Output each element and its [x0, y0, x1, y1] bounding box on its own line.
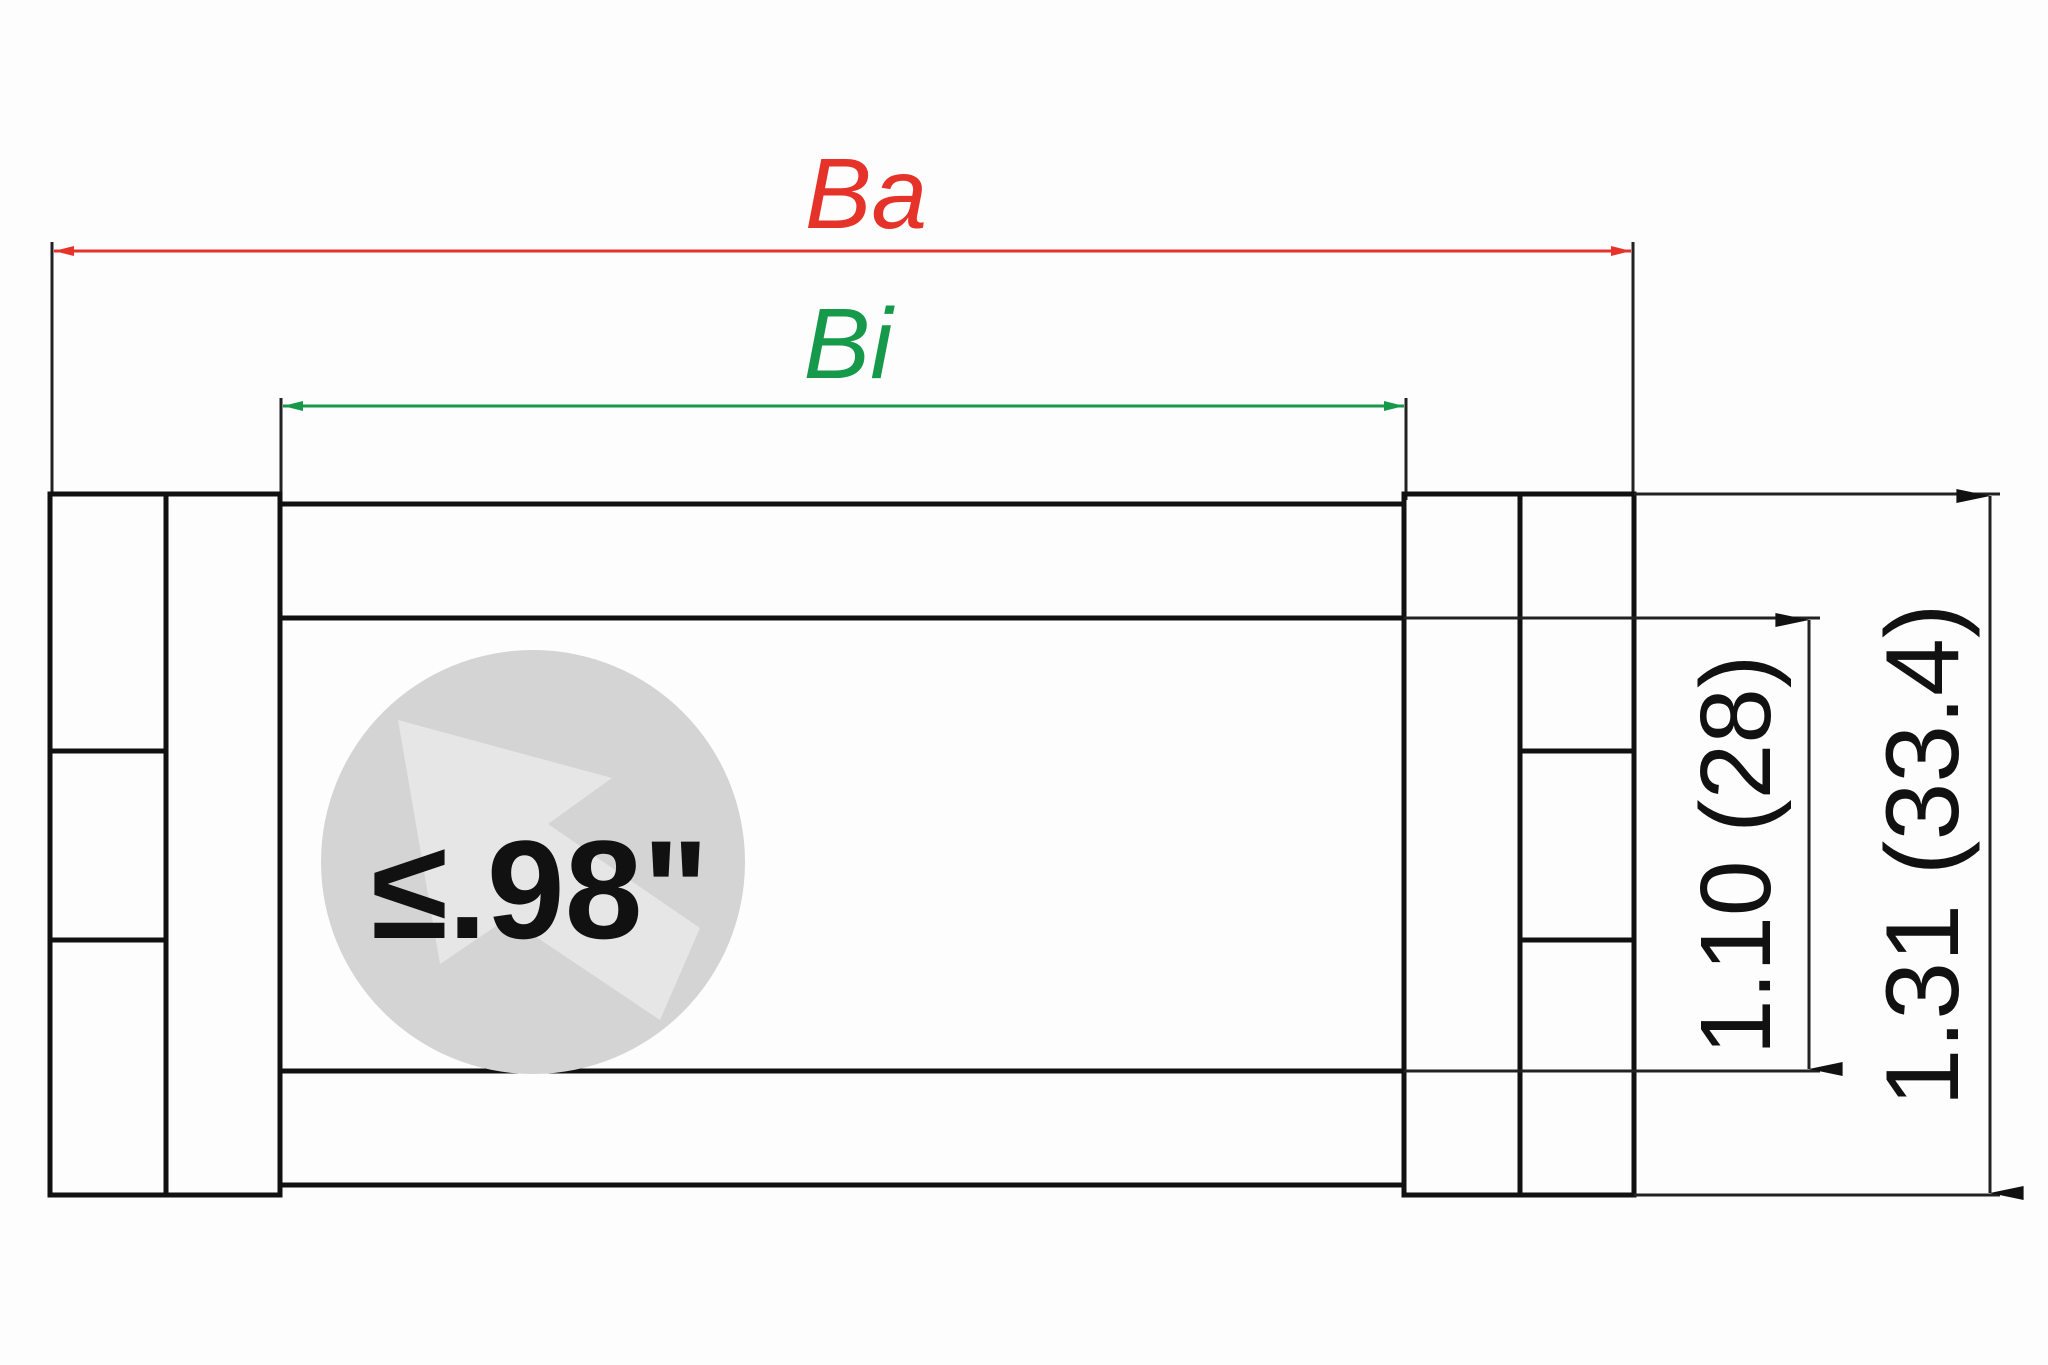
max-diameter-label: ≤.98": [371, 811, 709, 968]
diagonal-arrow-icon: [398, 720, 700, 1020]
inner-width-label: Bi: [804, 288, 896, 400]
height-dimensions: 1.10 (28) 1.31 (33.4): [1404, 489, 2024, 1200]
right-side-link: [1401, 491, 1637, 1198]
outer-width-dimension: Ba: [50, 138, 1635, 494]
inner-width-dimension: Bi: [279, 288, 1408, 500]
outer-height-label: 1.31 (33.4): [1865, 604, 1981, 1107]
bottom-crossbar: [277, 1068, 1407, 1188]
max-cable-diameter-badge: ≤.98": [321, 650, 745, 1074]
inner-height-label: 1.10 (28): [1680, 655, 1792, 1055]
outer-width-label: Ba: [805, 138, 927, 250]
left-side-link: [47, 491, 283, 1198]
top-crossbar: [277, 501, 1407, 621]
